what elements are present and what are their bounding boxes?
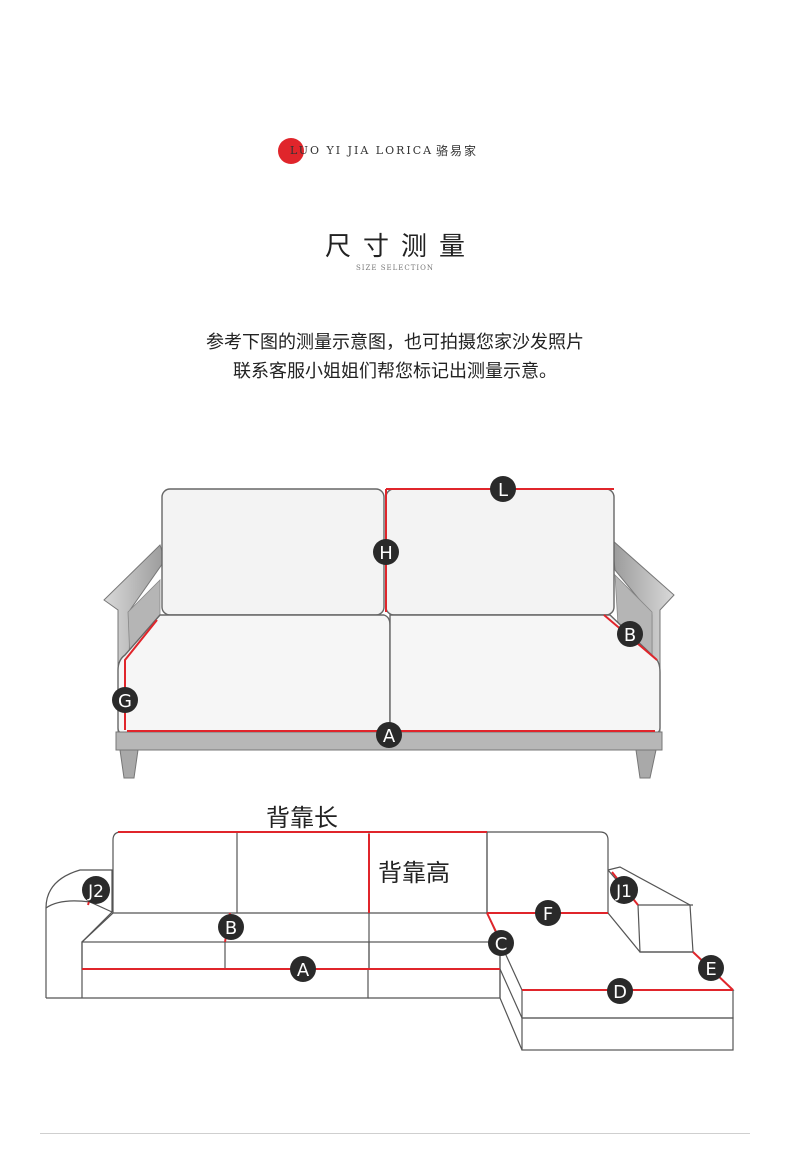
- brand-chinese-name: 骆易家: [436, 144, 479, 158]
- marker-section-A-label: A: [297, 960, 310, 981]
- marker-G-label: G: [118, 691, 132, 712]
- sectional-measure-lines: [82, 831, 734, 991]
- label-back-length: 背靠长: [266, 804, 338, 832]
- intro-line-1: 参考下图的测量示意图，也可拍摄您家沙发照片: [206, 332, 584, 353]
- marker-J1-label: J1: [615, 882, 632, 902]
- marker-H-label: H: [379, 543, 393, 564]
- page-subtitle: SIZE SELECTION: [355, 264, 435, 272]
- label-back-height: 背靠高: [378, 859, 450, 887]
- marker-H: H: [373, 539, 399, 565]
- page-title: 尺寸测量: [324, 232, 477, 262]
- marker-section-B-label: B: [225, 918, 237, 939]
- intro-text: 参考下图的测量示意图，也可拍摄您家沙发照片 联系客服小姐姐们帮您标记出测量示意。: [0, 328, 790, 386]
- marker-E-label: E: [705, 959, 716, 980]
- marker-A: A: [376, 722, 402, 748]
- brand-header: LUO YI JIA LORICA 骆易家: [0, 138, 790, 164]
- marker-C-label: C: [495, 934, 508, 955]
- marker-A-label: A: [383, 726, 396, 747]
- footer-divider: [40, 1133, 750, 1134]
- marker-C: C: [488, 930, 514, 956]
- marker-L: L: [490, 476, 516, 502]
- marker-section-A: A: [290, 956, 316, 982]
- marker-B-label: B: [624, 625, 636, 646]
- marker-section-B: B: [218, 914, 244, 940]
- marker-D: D: [607, 978, 633, 1004]
- marker-J1: J1: [610, 876, 638, 904]
- brand-logo-dot: [278, 138, 304, 164]
- marker-D-label: D: [613, 982, 627, 1003]
- marker-L-label: L: [498, 480, 508, 501]
- intro-line-2: 联系客服小姐姐们帮您标记出测量示意。: [233, 361, 557, 382]
- marker-B: B: [617, 621, 643, 647]
- marker-G: G: [112, 687, 138, 713]
- marker-J2: J2: [82, 876, 110, 904]
- marker-J2-label: J2: [87, 882, 104, 902]
- brand-latin-name: LUO YI JIA LORICA: [290, 144, 434, 157]
- marker-F: F: [535, 900, 561, 926]
- marker-E: E: [698, 955, 724, 981]
- marker-F-label: F: [543, 904, 553, 925]
